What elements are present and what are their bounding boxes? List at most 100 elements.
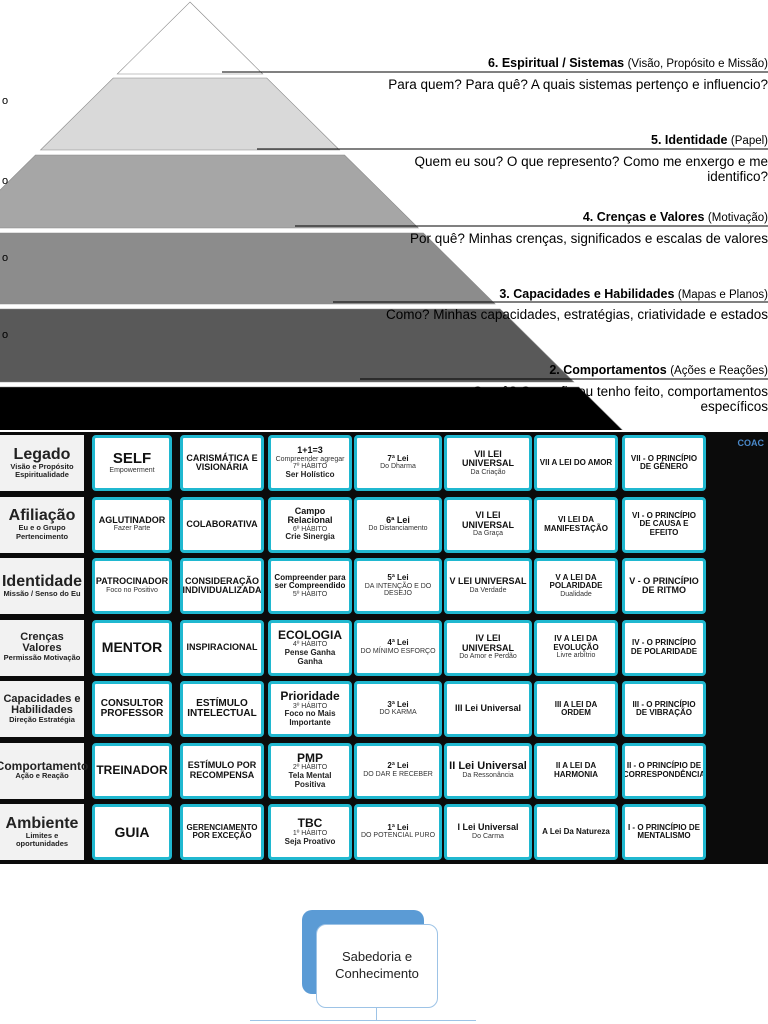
cell-main-text: V LEI UNIVERSAL <box>449 576 527 587</box>
cell-sub-text: 1º HÁBITO <box>292 830 328 838</box>
pyramid-band-3 <box>0 232 496 305</box>
cell-main-text: MENTOR <box>101 639 163 656</box>
cell-main-text: CONSULTOR PROFESSOR <box>100 697 164 719</box>
cell-main-text: GERENCIAMENTO POR EXCEÇÃO <box>186 822 258 840</box>
cell-main-text: II - O PRINCÍPIO DE CORRESPONDÊNCIA <box>622 761 706 779</box>
level-subtitle: (Ações e Reações) <box>670 365 768 377</box>
cell-main-text: 1ª Lei <box>387 822 409 832</box>
cell-main-text: A Lei Da Natureza <box>542 826 610 836</box>
cell-sub-text: Da Verdade <box>469 586 507 594</box>
cell-main-text: 5ª Lei <box>387 573 409 583</box>
cell-main-text: SELF <box>112 450 152 468</box>
cell-sub-text: DA INTENÇÃO E DO DESEJO <box>364 582 432 598</box>
level-title: 6. Espiritual / Sistemas (Visão, Propósi… <box>488 56 768 70</box>
matrix-cell: VI - O PRINCÍPIO DE CAUSA E EFEITO <box>622 496 706 553</box>
row-label-subtitle: Ação e Reação <box>15 771 69 781</box>
cell-sub-text: Da Ressonância <box>462 772 514 780</box>
matrix-cell: A Lei Da Natureza <box>534 804 618 860</box>
left-marker: o <box>2 95 9 107</box>
cell-main-text: VI - O PRINCÍPIO DE CAUSA E EFEITO <box>631 510 696 537</box>
pyramid-band-4 <box>0 154 420 229</box>
cell-sub-text: Do Carma <box>472 832 504 840</box>
matrix-cell: II A LEI DA HARMONIA <box>534 742 618 799</box>
cell-main-text: IV LEI UNIVERSAL <box>461 633 514 653</box>
cell-main-text: I Lei Universal <box>457 822 519 833</box>
left-marker: o <box>2 252 9 264</box>
level-subtitle: (Visão, Propósito e Missão) <box>627 58 768 70</box>
cell-sub-text: Foco no Positivo <box>106 586 158 594</box>
cell-extra-text: Foco no Mais Importante <box>284 709 336 728</box>
matrix-cell: III - O PRINCÍPIO DE VIBRAÇÃO <box>622 681 706 737</box>
matrix-cell: MENTOR <box>92 619 172 676</box>
cell-main-text: 3ª Lei <box>387 699 409 709</box>
level-subtitle: (Mapas e Planos) <box>677 289 768 301</box>
cell-sub-text: 6º HÁBITO <box>292 525 328 533</box>
pyramid-band-1 <box>0 386 623 430</box>
level-question: Para quem? Para quê? A quais sistemas pe… <box>388 77 768 92</box>
cell-main-text: GUIA <box>114 823 150 840</box>
matrix-cell: ESTÍMULO POR RECOMPENSA <box>180 742 264 799</box>
level-question: Por quê? Minhas crenças, significados e … <box>410 231 768 246</box>
level-title: 2. Comportamentos (Ações e Reações) <box>549 363 768 377</box>
cell-main-text: ECOLOGIA <box>277 627 342 642</box>
cell-sub-text: DO DAR E RECEBER <box>363 770 433 778</box>
cell-main-text: II Lei Universal <box>449 759 527 772</box>
cell-main-text: COLABORATIVA <box>186 518 258 529</box>
root-node-label: Sabedoria e Conhecimento <box>335 949 419 981</box>
cell-sub-text: Compreender agregar 7º HÁBITO <box>275 455 345 471</box>
cell-main-text: VII - O PRINCÍPIO DE GÊNERO <box>630 453 698 471</box>
row-label-title: Comportamento <box>0 759 89 774</box>
level-number-title: 6. Espiritual / Sistemas <box>487 56 628 70</box>
cell-main-text: VI LEI UNIVERSAL <box>461 510 514 530</box>
cell-main-text: ESTÍMULO POR RECOMPENSA <box>187 760 257 780</box>
root-node: Sabedoria e Conhecimento <box>316 924 438 1008</box>
cell-main-text: 7ª Lei <box>387 453 409 463</box>
level-number-title: 5. Identidade <box>651 133 731 147</box>
cell-extra-text: Crie Sinergia <box>285 532 335 542</box>
cell-extra-text: Tela Mental Positiva <box>288 770 332 789</box>
matrix-cell: III A LEI DA ORDEM <box>534 681 618 737</box>
cell-sub-text: Da Graça <box>473 530 503 538</box>
cell-main-text: 6ª Lei <box>386 514 410 525</box>
matrix-cell: IV - O PRINCÍPIO DE POLARIDADE <box>622 619 706 676</box>
row-label-title: Capacidades e Habilidades <box>3 692 81 716</box>
matrix-cell: GUIA <box>92 804 172 860</box>
matrix-cell: TREINADOR <box>92 742 172 799</box>
cell-main-text: Prioridade <box>280 689 340 704</box>
connector-vertical <box>376 1008 377 1020</box>
row-label-subtitle: Permissão Motivação <box>3 653 81 663</box>
cell-main-text: IV - O PRINCÍPIO DE POLARIDADE <box>630 638 698 656</box>
pyramid-band-5 <box>39 77 341 151</box>
cell-sub-text: 3º HÁBITO <box>292 702 328 710</box>
cell-main-text: PMP <box>296 750 323 765</box>
matrix-cell: VI LEI DA MANIFESTAÇÃO <box>534 496 618 553</box>
level-title: 4. Crenças e Valores (Motivação) <box>583 210 768 224</box>
cell-main-text: AGLUTINADOR <box>98 514 166 525</box>
corner-logo-text: COAC <box>737 438 765 448</box>
cell-extra-text: Ser Holístico <box>285 470 335 479</box>
matrix-cell: INSPIRACIONAL <box>180 619 264 676</box>
row-label-title: Crenças Valores <box>20 631 64 655</box>
matrix-cell: VII - O PRINCÍPIO DE GÊNERO <box>622 435 706 491</box>
cell-main-text: VI LEI DA MANIFESTAÇÃO <box>544 515 608 533</box>
level-number-title: 2. Comportamentos <box>549 363 671 377</box>
